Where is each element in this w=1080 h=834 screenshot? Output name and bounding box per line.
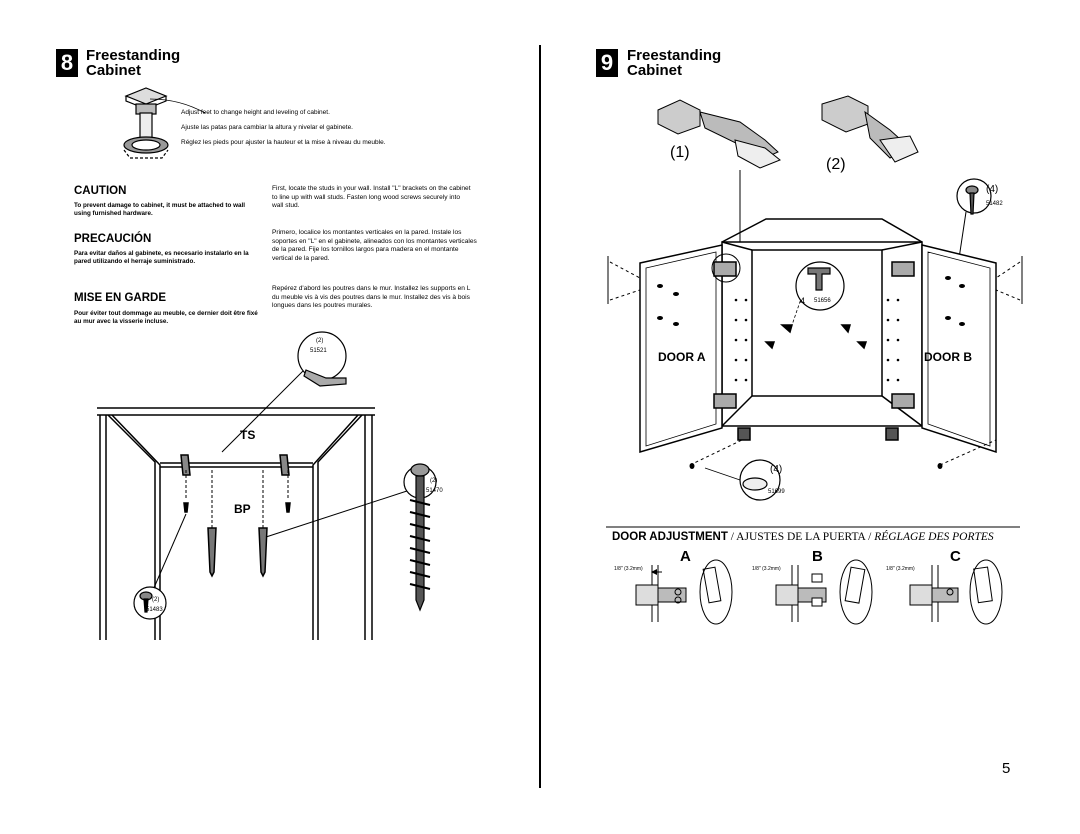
clip-51656-callout bbox=[795, 261, 845, 311]
bp-label: BP bbox=[234, 502, 251, 516]
bumper-51699-callout bbox=[704, 459, 781, 501]
door-adjustment-fr: RÉGLAGE DES PORTES bbox=[874, 531, 994, 543]
gap-label-b: 1/8" (3.2mm) bbox=[752, 566, 781, 572]
hinge-label-2: (2) bbox=[826, 156, 846, 173]
bracket-quantity: (2) bbox=[316, 338, 324, 344]
feet-text-es: Ajuste las patas para cambiar la altura … bbox=[181, 124, 353, 131]
gap-label-a: 1/8" (3.2mm) bbox=[614, 566, 643, 572]
adjust-letter-b: B bbox=[812, 548, 823, 565]
page-number: 5 bbox=[1002, 760, 1011, 777]
screw-51482-quantity: (4) bbox=[986, 184, 999, 195]
precaucion-heading: PRECAUCIÓN bbox=[74, 233, 152, 245]
long-screw-part-number: 51470 bbox=[426, 488, 443, 494]
step-9-title: Freestanding Cabinet bbox=[627, 48, 721, 78]
feet-text-fr: Réglez les pieds pour ajuster la hauteur… bbox=[181, 139, 386, 146]
step-9-title-line2: Cabinet bbox=[627, 62, 683, 79]
adjust-letter-c: C bbox=[950, 548, 961, 565]
small-screw-callout bbox=[133, 586, 167, 620]
step-8-number: 8 bbox=[56, 49, 78, 77]
instructions-en: First, locate the studs in your wall. In… bbox=[272, 185, 471, 210]
step-8-title: Freestanding Cabinet bbox=[86, 48, 180, 78]
clip-part-number: 51656 bbox=[814, 298, 831, 304]
step-8-title-line1: Freestanding bbox=[86, 47, 181, 64]
step-9-title-line1: Freestanding bbox=[627, 47, 722, 64]
leveling-foot-illustration bbox=[123, 87, 206, 159]
bracket-part-number: 51521 bbox=[310, 348, 327, 354]
door-adjustment-title: DOOR ADJUSTMENT / AJUSTES DE LA PUERTA /… bbox=[612, 531, 994, 543]
mise-en-garde-text: Pour éviter tout dommage au meuble, ce d… bbox=[74, 310, 258, 326]
precaucion-text: Para evitar daños al gabinete, es necesa… bbox=[74, 250, 249, 266]
gap-label-c: 1/8" (3.2mm) bbox=[886, 566, 915, 572]
adjustment-diagrams bbox=[635, 559, 1003, 625]
small-screw-quantity: (2) bbox=[152, 597, 160, 603]
caution-text: To prevent damage to cabinet, it must be… bbox=[74, 202, 245, 218]
bumper-part-number: 51699 bbox=[768, 489, 785, 495]
title-separator-1: / bbox=[727, 531, 737, 543]
cabinet-illustration bbox=[607, 218, 1023, 469]
wall-corner-illustration bbox=[97, 369, 411, 640]
ts-label: TS bbox=[240, 428, 256, 442]
bracket-callout bbox=[297, 331, 347, 387]
long-screw-quantity: (2) bbox=[430, 478, 438, 484]
adjust-letter-a: A bbox=[680, 548, 691, 565]
screw-51482-part-number: 51482 bbox=[986, 201, 1003, 207]
step-8-title-line2: Cabinet bbox=[86, 62, 142, 79]
instructions-fr: Repérez d'abord les poutres dans le mur.… bbox=[272, 285, 471, 310]
door-b-label: DOOR B bbox=[924, 350, 972, 364]
feet-text-en: Adjust feet to change height and levelin… bbox=[181, 109, 330, 116]
caution-heading: CAUTION bbox=[74, 185, 127, 197]
small-screw-part-number: 51483 bbox=[146, 607, 163, 613]
step-9-number: 9 bbox=[596, 49, 618, 77]
title-separator-2: / bbox=[865, 531, 875, 543]
door-a-label: DOOR A bbox=[658, 350, 706, 364]
hinge-illustrations bbox=[657, 95, 919, 169]
door-adjustment-en: DOOR ADJUSTMENT bbox=[612, 531, 728, 543]
long-screw-callout bbox=[403, 463, 437, 612]
door-adjustment-es: AJUSTES DE LA PUERTA bbox=[736, 531, 866, 543]
hinge-label-1: (1) bbox=[670, 144, 690, 161]
instructions-es: Primero, localice los montantes vertical… bbox=[272, 229, 477, 262]
bumper-quantity: (4) bbox=[770, 464, 783, 475]
clip-quantity: 4 bbox=[800, 296, 806, 306]
mise-en-garde-heading: MISE EN GARDE bbox=[74, 292, 167, 304]
